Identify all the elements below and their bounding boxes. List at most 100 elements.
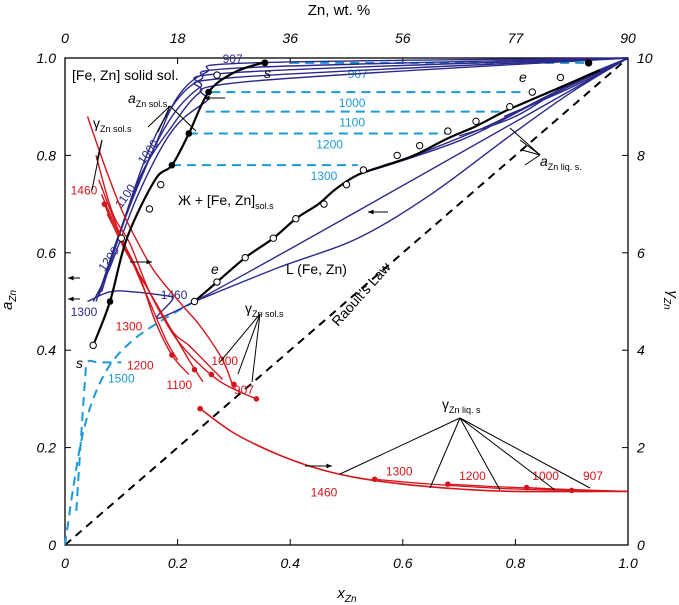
solidus-filled-point (168, 161, 176, 169)
a-liquid-callout (519, 139, 541, 156)
right-tick-label: 6 (637, 245, 645, 261)
right-tick-label: 0 (637, 537, 645, 553)
red-curve-label: 1200 (127, 359, 154, 373)
x-tick-label: 0 (61, 555, 69, 571)
y-tick-label: 0.2 (37, 440, 57, 456)
red-liquid-extra-label: 907 (583, 469, 603, 483)
a-solid-callout (169, 105, 197, 132)
tie-line-label: 1200 (316, 137, 343, 151)
callout-lines (68, 95, 591, 491)
red-gamma-curve (86, 116, 235, 390)
solidus-open-point (213, 71, 221, 79)
x-tick-label: 1.0 (618, 555, 638, 571)
red-gamma-curve (106, 213, 257, 400)
red-gamma-point (191, 366, 198, 373)
solidus-open-point (145, 205, 154, 213)
two-phase-label: Ж + [Fe, Zn]sol.s (178, 192, 274, 211)
liquidus-open-point (292, 215, 300, 223)
red-gamma-point (169, 352, 175, 358)
liquidus-open-point (444, 127, 452, 135)
right-axis-label: γZn (661, 290, 679, 310)
a-solid-arrow-head (204, 95, 210, 101)
a-solid-label: aZn sol.s. (128, 90, 170, 109)
red-curve-label: 1300 (116, 320, 143, 334)
x-tick-label: 0.6 (393, 555, 413, 571)
top-axis-label: Zn, wt. % (308, 2, 371, 19)
liquidus-open-point (320, 200, 328, 208)
liquidus-open-point (393, 151, 401, 160)
red-liquid-start-point (371, 476, 378, 483)
raoult-line (64, 57, 629, 546)
top-tick-label: 18 (170, 30, 186, 46)
red-liquid-point (197, 405, 203, 412)
tie-line-label: 1100 (339, 116, 365, 130)
y-tick-label: 0.8 (37, 147, 57, 163)
red-liquid-start-point (523, 484, 530, 491)
navy-activity-curve (103, 57, 629, 283)
solidus-filled-point (106, 298, 114, 305)
navy-activity-curve (95, 57, 629, 302)
solidus-filled-point (205, 88, 212, 96)
liquidus-boundary (193, 69, 601, 303)
red-gamma-point (208, 371, 215, 378)
solidus-open-point (117, 234, 126, 242)
red-liquid-gamma-curve (199, 407, 629, 493)
a-liquid-callout (509, 127, 541, 156)
solidus-filled-point (185, 130, 193, 137)
red-gamma-curve (95, 155, 224, 380)
tie-line-label: 1300 (311, 169, 338, 183)
gamma-liquid-callout (459, 417, 501, 491)
plot-frame (64, 57, 629, 546)
liquidus-open-point (213, 278, 221, 286)
blue-dashed-curve (64, 300, 195, 546)
liquid-arrow-head (368, 209, 374, 215)
a-solid-callout (147, 105, 171, 128)
navy-liquid-curve (503, 57, 629, 118)
red-gamma-point (101, 201, 108, 207)
navy-curve-label: 1300 (71, 305, 98, 319)
gamma-solid-arrow-left-head (68, 296, 74, 302)
gamma-solid-callout (251, 313, 261, 383)
red-liquid-start-point (568, 487, 575, 494)
data-points (89, 59, 593, 412)
x-tick-label: 0.4 (280, 555, 300, 571)
right-tick-label: 10 (637, 50, 653, 66)
top-tick-label: 0 (61, 30, 69, 46)
gamma-liquid-callout (339, 417, 461, 475)
x-axis-label: xZn (336, 585, 357, 605)
y-tick-label: 0 (48, 537, 56, 553)
blue-dashed-curve (75, 359, 122, 511)
liquidus-open-point (342, 180, 351, 189)
right-tick-label: 2 (636, 440, 645, 456)
red-liquid-extra-curve (571, 489, 629, 493)
gamma-solid-arrow-right-head (146, 259, 152, 265)
y-tick-label: 0.6 (37, 245, 57, 261)
top-tick-label: 77 (508, 30, 525, 46)
liquidus-open-point (241, 253, 249, 262)
gamma-solid-callout (219, 313, 261, 363)
liquidus-open-point (415, 141, 424, 150)
gamma-solid-label-1: γZn sol.s (93, 115, 132, 134)
e-letter-bottom: e (211, 261, 219, 277)
e-letter-top: e (519, 69, 527, 85)
gamma-solid-callout (237, 313, 261, 375)
e-endpoint (585, 59, 593, 67)
a-liquid-callout (521, 149, 541, 156)
liquidus-open-point (190, 297, 199, 306)
a-liquid-label: aZn liq. s. (540, 153, 582, 172)
red-gamma-point (231, 381, 237, 388)
red-curve-label: 1000 (211, 354, 238, 368)
red-curve-label: 1100 (166, 378, 192, 392)
red-liquid-start-point (445, 481, 451, 487)
navy-curve-label: 907 (223, 52, 243, 66)
gamma-liquid-callout (429, 417, 461, 489)
liquidus-open-point (506, 103, 514, 111)
gamma-liquid-callout (459, 417, 591, 489)
plot-border (64, 57, 629, 546)
liquid-label: L (Fe, Zn) (286, 261, 347, 277)
s-endpoint (261, 59, 269, 67)
red-gamma-curve (98, 179, 179, 361)
y-axis-label: aZn (0, 290, 19, 310)
gamma-solid-label-leader (96, 139, 103, 161)
